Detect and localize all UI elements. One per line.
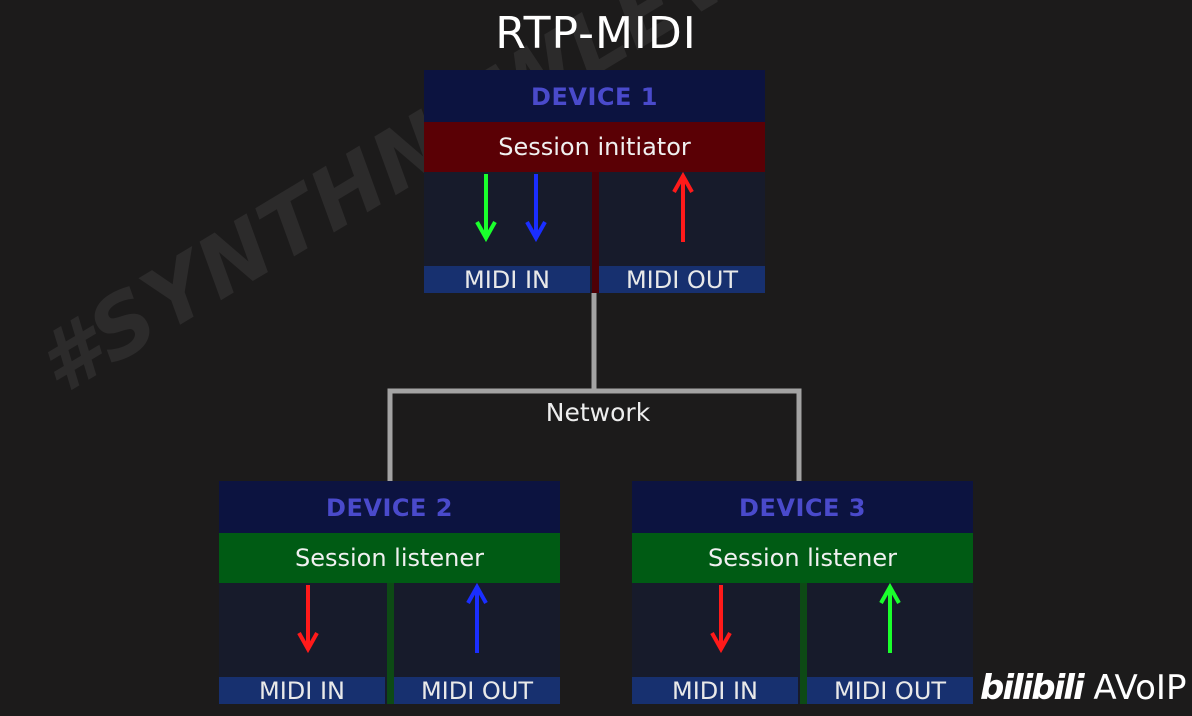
- device-3-box: DEVICE 3 Session listener MIDI IN MIDI O…: [632, 481, 973, 705]
- device-3-title: DEVICE 3: [632, 481, 973, 533]
- red-down-arrow-icon: [710, 585, 732, 654]
- device-1-box: DEVICE 1 Session initiator MIDI IN MIDI …: [424, 70, 765, 294]
- blue-down-arrow-icon: [525, 174, 547, 243]
- device-3-midi-out-port: MIDI OUT: [807, 677, 973, 705]
- bilibili-logo-icon: bilibili: [980, 668, 1085, 708]
- device-2-box: DEVICE 2 Session listener MIDI IN MIDI O…: [219, 481, 560, 705]
- device-3-midi-in-port: MIDI IN: [632, 677, 798, 705]
- device-1-midi-out-port: MIDI OUT: [599, 266, 765, 294]
- green-down-arrow-icon: [475, 174, 497, 243]
- network-label: Network: [538, 398, 658, 427]
- device-2-role: Session listener: [219, 533, 560, 583]
- device-2-title: DEVICE 2: [219, 481, 560, 533]
- device-1-midi-in-port: MIDI IN: [424, 266, 590, 294]
- red-up-arrow-icon: [672, 171, 694, 242]
- blue-up-arrow-icon: [466, 582, 488, 653]
- channel-logo: bilibili AVoIP: [980, 668, 1186, 708]
- device-1-role: Session initiator: [424, 122, 765, 172]
- device-1-divider: [592, 172, 599, 293]
- device-2-midi-out-port: MIDI OUT: [394, 677, 560, 705]
- red-down-arrow-icon: [297, 585, 319, 654]
- diagram-title: RTP-MIDI: [495, 8, 697, 59]
- logo-text: AVoIP: [1093, 668, 1187, 708]
- device-3-divider: [800, 583, 807, 704]
- device-1-title: DEVICE 1: [424, 70, 765, 122]
- green-up-arrow-icon: [879, 582, 901, 653]
- device-2-midi-in-port: MIDI IN: [219, 677, 385, 705]
- device-3-role: Session listener: [632, 533, 973, 583]
- network-branch-line: [387, 388, 802, 482]
- device-2-divider: [387, 583, 394, 704]
